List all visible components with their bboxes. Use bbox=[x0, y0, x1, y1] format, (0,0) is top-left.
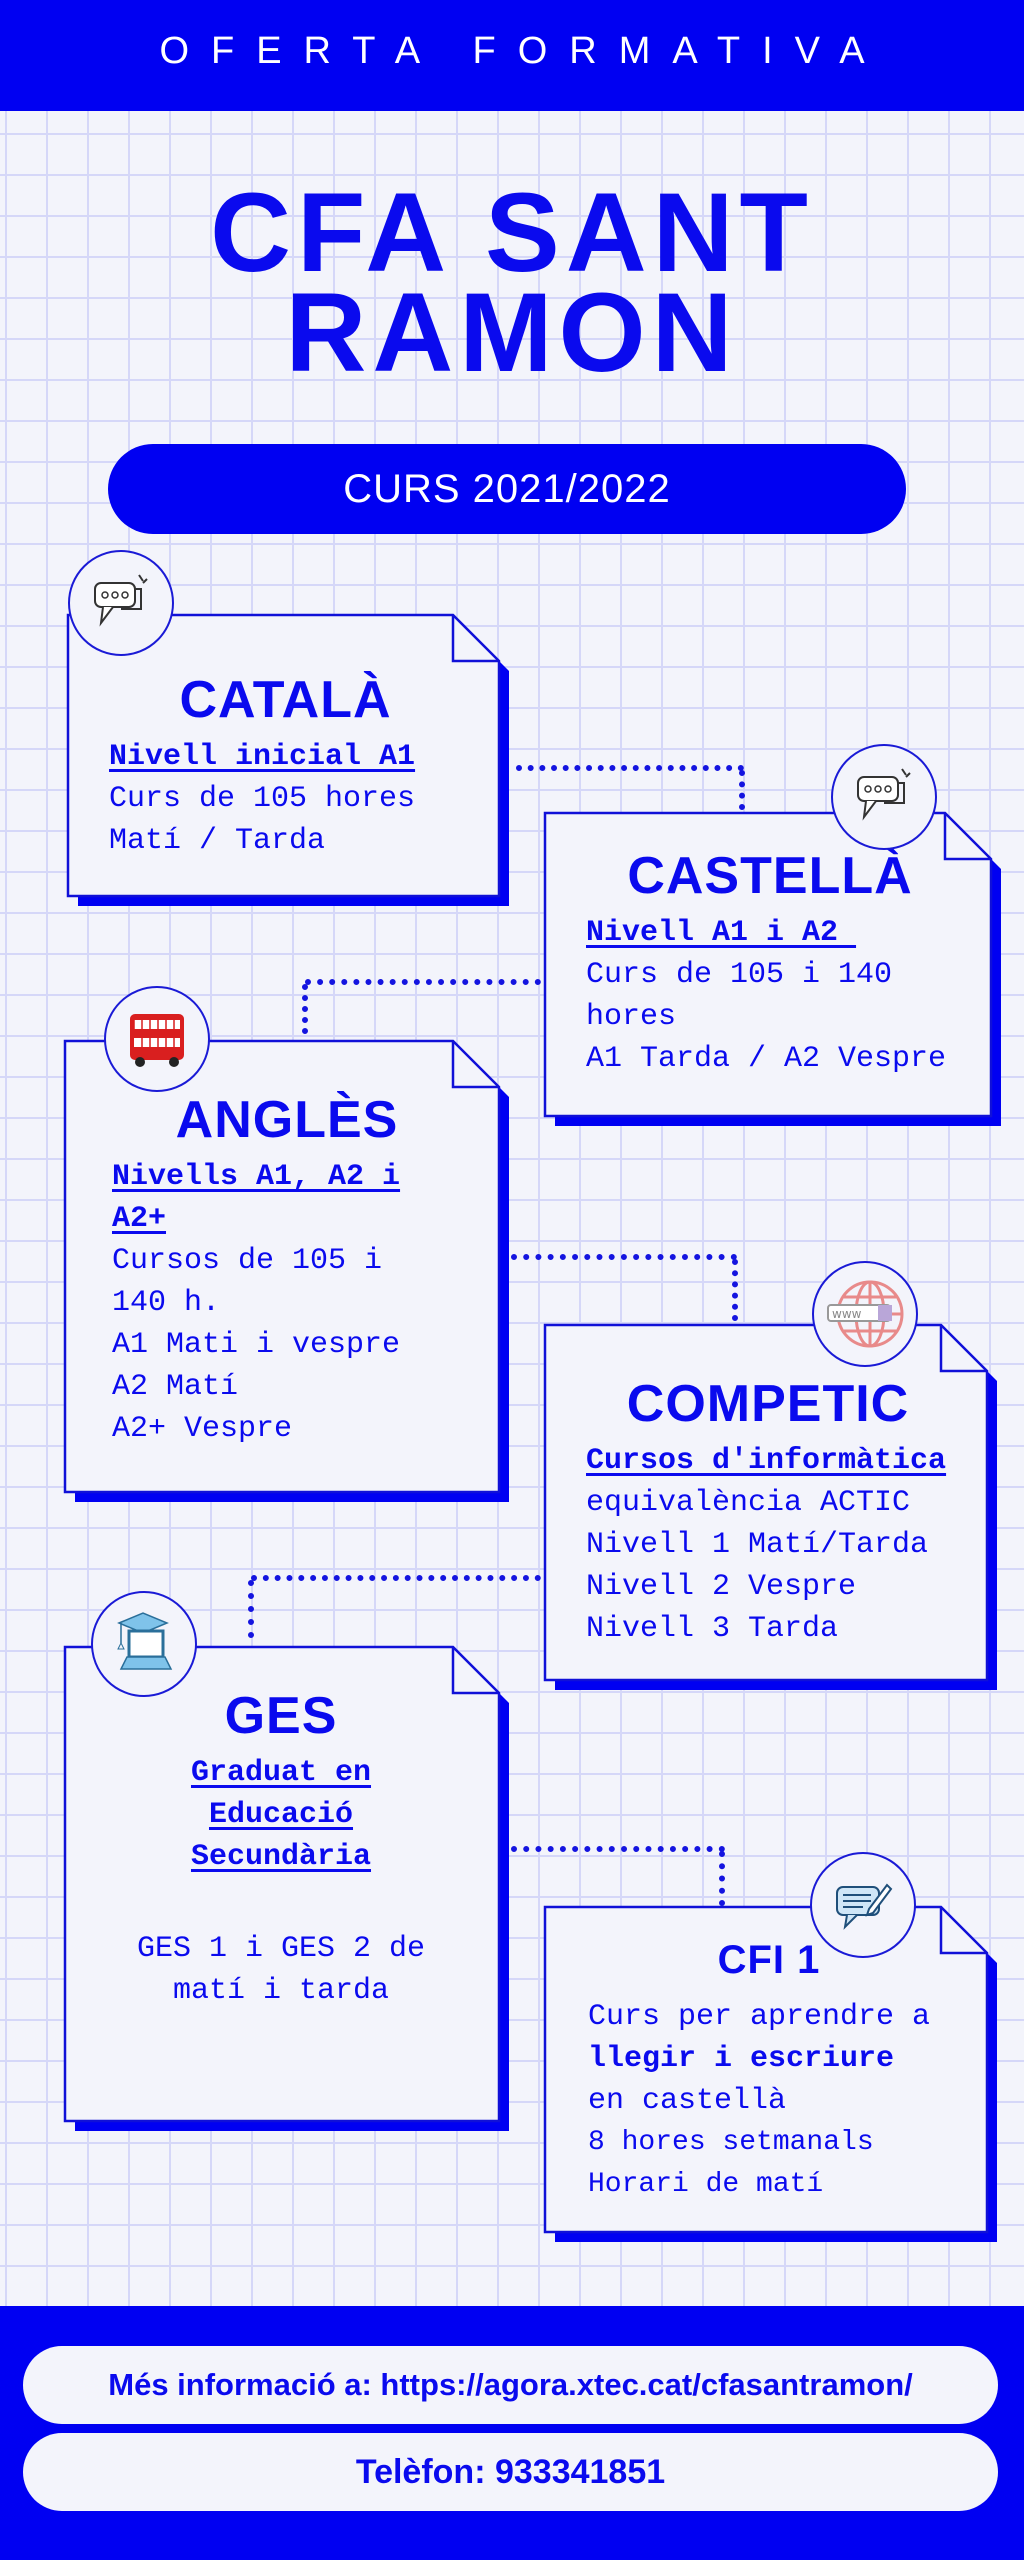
card-subtitle: Educació bbox=[208, 1798, 354, 1832]
card-line: Matí / Tarda bbox=[109, 824, 326, 858]
connector bbox=[516, 765, 744, 771]
card-line: equivalència ACTIC bbox=[586, 1486, 911, 1520]
graduation-laptop-icon bbox=[91, 1591, 197, 1697]
card-line: Nivell 3 Tarda bbox=[586, 1612, 839, 1646]
card-cfi: CFI 1 Curs per aprendre a llegir i escri… bbox=[543, 1905, 997, 2242]
course-year-pill: CURS 2021/2022 bbox=[108, 444, 906, 534]
card-body bbox=[63, 1645, 501, 2123]
chat-bubbles-icon bbox=[831, 744, 937, 850]
card-line: A2 Matí bbox=[112, 1370, 239, 1404]
card-subtitle: A2+ bbox=[112, 1202, 167, 1236]
card-frame bbox=[66, 613, 509, 906]
card-competic: COMPETIC Cursos d'informàtica equivalènc… bbox=[543, 1323, 997, 1690]
card-line: 140 h. bbox=[112, 1286, 221, 1320]
chat-bubbles-icon bbox=[68, 550, 174, 656]
card-title: COMPETIC bbox=[626, 1375, 910, 1433]
svg-text:www: www bbox=[832, 1307, 862, 1321]
card-line: Nivell 1 Matí/Tarda bbox=[586, 1528, 929, 1562]
card-frame bbox=[543, 1323, 997, 1690]
double-decker-bus-icon bbox=[104, 986, 210, 1092]
card-catala: CATALÀ Nivell inicial A1 Curs de 105 hor… bbox=[66, 613, 509, 906]
card-title: GES bbox=[224, 1687, 338, 1745]
card-subtitle: Secundària bbox=[190, 1840, 372, 1874]
card-line: A1 Tarda / A2 Vespre bbox=[586, 1042, 947, 1076]
connector bbox=[305, 979, 541, 985]
card-line: Curs per aprendre a bbox=[588, 2000, 931, 2034]
card-subtitle: Cursos d'informàtica bbox=[586, 1444, 947, 1478]
connector bbox=[251, 1575, 541, 1581]
card-fold bbox=[939, 1325, 987, 1373]
card-angles: ANGLÈS Nivells A1, A2 i A2+ Cursos de 10… bbox=[63, 1039, 509, 1502]
connector bbox=[732, 1259, 738, 1321]
card-subtitle: Nivell A1 i A2 bbox=[586, 916, 857, 950]
card-fold bbox=[451, 615, 499, 663]
card-line: Curs de 105 i 140 bbox=[586, 958, 893, 992]
card-subtitle: Graduat en bbox=[190, 1756, 372, 1790]
header-label: OFERTA FORMATIVA bbox=[159, 30, 887, 72]
connector bbox=[719, 1851, 725, 1906]
card-fold bbox=[451, 1041, 499, 1089]
card-frame bbox=[543, 811, 1001, 1126]
card-title: CASTELLÀ bbox=[627, 847, 913, 905]
card-title: ANGLÈS bbox=[175, 1091, 399, 1149]
header-bar: OFERTA FORMATIVA bbox=[0, 0, 1024, 111]
card-line: en castellà bbox=[588, 2084, 787, 2118]
connector bbox=[248, 1580, 254, 1638]
card-line-bold: llegir i escriure bbox=[588, 2042, 895, 2076]
card-line: A1 Mati i vespre bbox=[112, 1328, 401, 1362]
title-line-1: CFA SANT bbox=[210, 170, 814, 295]
card-fold bbox=[943, 813, 991, 861]
card-frame bbox=[63, 1039, 509, 1502]
card-line: Nivell 2 Vespre bbox=[586, 1570, 857, 1604]
card-title: CFI 1 bbox=[717, 1938, 821, 1982]
card-subtitle: Nivell inicial A1 bbox=[109, 740, 416, 774]
card-frame bbox=[543, 1905, 997, 2242]
message-pencil-icon bbox=[810, 1852, 916, 1958]
title-line-2: RAMON bbox=[285, 270, 739, 395]
card-line: 8 hores setmanals bbox=[588, 2127, 874, 2158]
card-subtitle: Nivells A1, A2 i bbox=[112, 1160, 401, 1194]
card-fold bbox=[939, 1907, 987, 1955]
connector bbox=[302, 984, 308, 1034]
card-line: Cursos de 105 i bbox=[112, 1244, 383, 1278]
card-line: GES 1 i GES 2 de bbox=[136, 1932, 426, 1966]
www-globe-icon: www bbox=[812, 1261, 918, 1367]
card-line: hores bbox=[586, 1000, 677, 1034]
card-line: Curs de 105 hores bbox=[109, 782, 416, 816]
card-title: CATALÀ bbox=[179, 671, 392, 729]
connector bbox=[511, 1254, 737, 1260]
more-info-link[interactable]: Més informació a: https://agora.xtec.cat… bbox=[23, 2346, 998, 2424]
footer: Més informació a: https://agora.xtec.cat… bbox=[0, 2306, 1024, 2560]
card-ges: GES Graduat en Educació Secundària GES 1… bbox=[63, 1645, 509, 2131]
card-fold bbox=[451, 1647, 499, 1695]
card-line: A2+ Vespre bbox=[112, 1412, 293, 1446]
card-body bbox=[63, 1039, 501, 1494]
card-line: matí i tarda bbox=[172, 1974, 390, 2008]
connector bbox=[511, 1846, 725, 1852]
card-body bbox=[66, 613, 501, 898]
phone-pill: Telèfon: 933341851 bbox=[23, 2433, 998, 2511]
card-castella: CASTELLÀ Nivell A1 i A2 Curs de 105 i 14… bbox=[543, 811, 1001, 1126]
card-frame bbox=[63, 1645, 509, 2131]
card-line: Horari de matí bbox=[588, 2169, 824, 2200]
connector bbox=[739, 770, 745, 810]
